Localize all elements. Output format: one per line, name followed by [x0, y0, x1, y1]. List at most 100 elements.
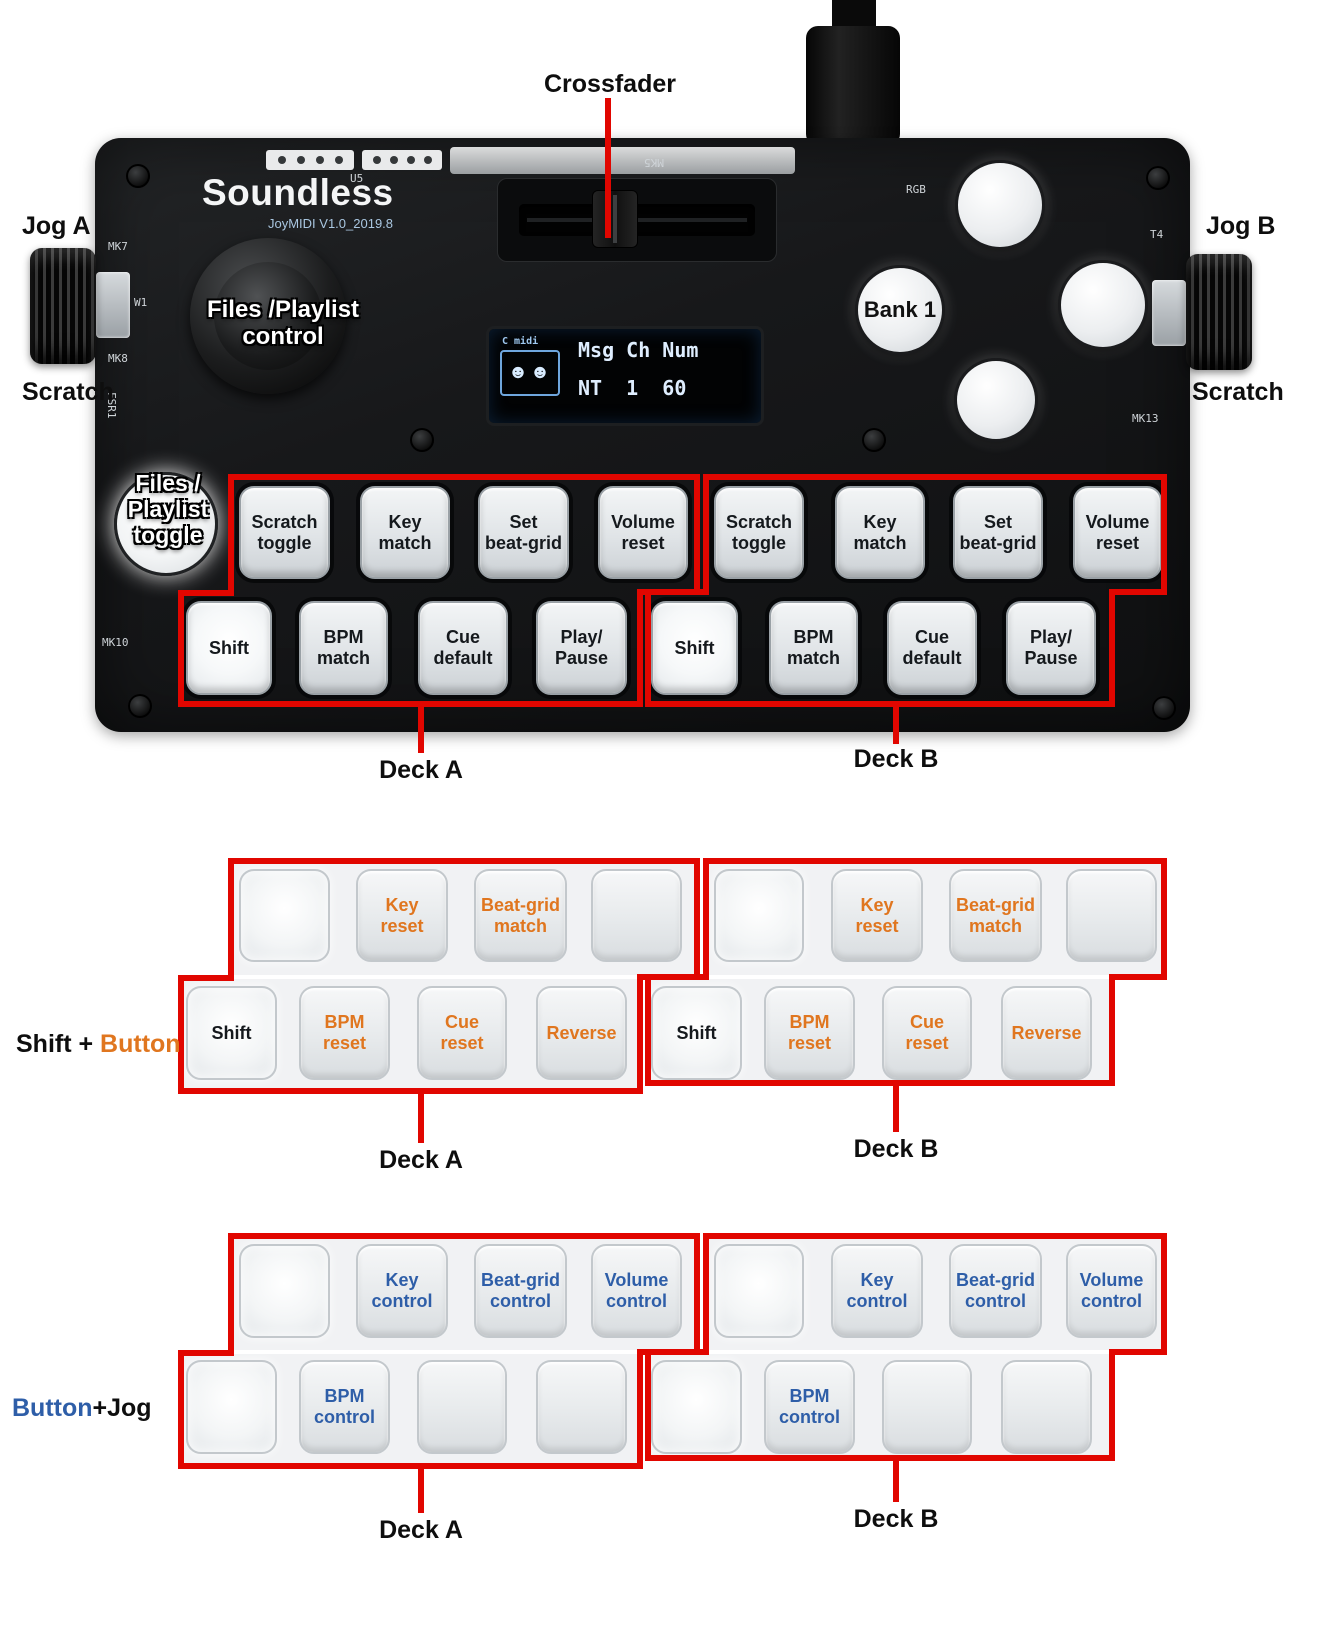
jogmode-key-b-blank-1	[714, 1244, 804, 1338]
shiftmode-key-b-bpm-reset: BPM reset	[764, 986, 855, 1080]
pcb-label-u5: U5	[350, 172, 364, 185]
pcb-label-mk5: MK5	[644, 156, 664, 169]
shiftmode-key-a-shift: Shift	[186, 986, 277, 1080]
key-deck-b-set-beat-grid[interactable]: Set beat-grid	[953, 486, 1043, 579]
key-deck-a-scratch-toggle[interactable]: Scratch toggle	[239, 486, 330, 579]
key-deck-a-bpm-match[interactable]: BPM match	[299, 601, 388, 695]
shiftmode-deck-b-label: Deck B	[853, 1135, 939, 1163]
screw	[1152, 696, 1176, 720]
key-deck-b-bpm-match[interactable]: BPM match	[769, 601, 858, 695]
shiftmode-key-b-reverse: Reverse	[1001, 986, 1092, 1080]
shiftmode-key-a-reverse: Reverse	[536, 986, 627, 1080]
key-deck-b-play-pause[interactable]: Play/ Pause	[1006, 601, 1096, 695]
shiftmode-key-a-blank-1	[239, 869, 330, 962]
key-deck-a-play-pause[interactable]: Play/ Pause	[536, 601, 627, 695]
jogmode-key-a-key-control: Key control	[356, 1244, 448, 1338]
crossfader-label: Crossfader	[544, 70, 676, 98]
pcb-label-mk8: MK8	[108, 352, 128, 365]
jog-a-wheel[interactable]	[30, 248, 96, 364]
screw	[126, 164, 150, 188]
oled-header: Msg Ch Num	[578, 338, 699, 362]
shiftmode-key-b-blank-1	[714, 869, 804, 962]
pad-right-button[interactable]	[1058, 260, 1148, 350]
pin-header	[266, 150, 354, 170]
jogmode-deck-b-label: Deck B	[853, 1505, 939, 1533]
key-deck-a-shift[interactable]: Shift	[186, 601, 272, 695]
pad-top-button[interactable]	[955, 160, 1045, 250]
usb-cable	[832, 0, 876, 30]
jogmode-key-a-blank-1	[239, 1244, 330, 1338]
pcb-label-mk13: MK13	[1132, 412, 1159, 425]
bank-1-button[interactable]: Bank 1	[855, 265, 945, 355]
jogmode-key-b-volume-control: Volume control	[1066, 1244, 1157, 1338]
jogmode-key-b-blank-4	[1001, 1360, 1092, 1454]
bank-1-label: Bank 1	[863, 297, 937, 322]
oled-icon: ☻☻	[500, 350, 560, 396]
scratch-left-label: Scratch	[22, 378, 114, 406]
shiftmode-deck-a-label: Deck A	[379, 1146, 463, 1174]
brand-logo: Soundless	[202, 172, 394, 213]
oled-display	[486, 326, 764, 426]
oled-value: NT 1 60	[578, 376, 687, 400]
jogmode-key-b-blank-3	[882, 1360, 972, 1454]
deck-b-label: Deck B	[853, 745, 939, 773]
pad-bottom-button[interactable]	[954, 358, 1038, 442]
jogmode-deck-a-label: Deck A	[379, 1516, 463, 1544]
files-playlist-joystick-cap[interactable]	[214, 262, 322, 370]
jog-b-mount	[1152, 280, 1186, 346]
pcb-label-mk7: MK7	[108, 240, 128, 253]
pcb-label-mk10: MK10	[102, 636, 129, 649]
jogmode-key-a-bpm-control: BPM control	[299, 1360, 390, 1454]
usb-plug	[806, 26, 900, 146]
jogmode-key-a-volume-control: Volume control	[591, 1244, 682, 1338]
shiftmode-key-b-beat-grid-match: Beat-grid match	[949, 869, 1042, 962]
jog-mode-legend-suffix: +Jog	[92, 1394, 152, 1422]
shift-mode-legend: Shift + Button	[16, 1030, 181, 1059]
shiftmode-key-a-key-reset: Key reset	[356, 869, 448, 962]
key-deck-b-key-match[interactable]: Key match	[835, 486, 925, 579]
oled-icon-caption: C midi	[502, 336, 539, 347]
pcb-label-rgb: RGB	[906, 183, 926, 196]
shiftmode-key-a-bpm-reset: BPM reset	[299, 986, 390, 1080]
jog-a-mount	[96, 272, 130, 338]
pin-header	[362, 150, 442, 170]
shiftmode-key-b-cue-reset: Cue reset	[882, 986, 972, 1080]
screw	[1146, 166, 1170, 190]
key-deck-b-volume-reset[interactable]: Volume reset	[1073, 486, 1162, 579]
jog-mode-legend-button: Button	[12, 1394, 93, 1422]
jogmode-key-b-key-control: Key control	[831, 1244, 923, 1338]
jogmode-key-b-beat-grid-control: Beat-grid control	[949, 1244, 1042, 1338]
pcb-label-t4: T4	[1150, 228, 1164, 241]
shiftmode-key-a-blank-2	[591, 869, 682, 962]
screw	[862, 428, 886, 452]
shiftmode-key-b-blank-2	[1066, 869, 1157, 962]
key-deck-a-cue-default[interactable]: Cue default	[418, 601, 508, 695]
screw	[410, 428, 434, 452]
key-deck-b-shift[interactable]: Shift	[651, 601, 738, 695]
jogmode-key-a-blank-2	[186, 1360, 277, 1454]
scratch-right-label: Scratch	[1192, 378, 1284, 406]
jogmode-key-a-blank-3	[417, 1360, 507, 1454]
crossfader-knob[interactable]	[592, 190, 638, 248]
jog-b-label: Jog B	[1206, 212, 1276, 240]
deck-a-label: Deck A	[379, 756, 463, 784]
shiftmode-key-b-shift: Shift	[651, 986, 742, 1080]
key-deck-a-volume-reset[interactable]: Volume reset	[598, 486, 688, 579]
pcb-label-w1: W1	[134, 296, 148, 309]
shiftmode-key-a-cue-reset: Cue reset	[417, 986, 507, 1080]
jog-b-wheel[interactable]	[1186, 254, 1252, 370]
shiftmode-key-a-beat-grid-match: Beat-grid match	[474, 869, 567, 962]
jogmode-key-b-blank-2	[651, 1360, 742, 1454]
key-deck-a-set-beat-grid[interactable]: Set beat-grid	[478, 486, 569, 579]
jog-mode-legend: Button+Jog	[12, 1394, 152, 1423]
shiftmode-key-b-key-reset: Key reset	[831, 869, 923, 962]
shift-mode-legend-button: Button	[100, 1030, 181, 1058]
jog-a-label: Jog A	[22, 212, 91, 240]
key-deck-b-scratch-toggle[interactable]: Scratch toggle	[714, 486, 804, 579]
jogmode-key-a-blank-4	[536, 1360, 627, 1454]
model-version: JoyMIDI V1.0_2019.8	[268, 216, 394, 231]
key-deck-a-key-match[interactable]: Key match	[360, 486, 450, 579]
fader-rail	[450, 147, 795, 174]
key-deck-b-cue-default[interactable]: Cue default	[887, 601, 977, 695]
